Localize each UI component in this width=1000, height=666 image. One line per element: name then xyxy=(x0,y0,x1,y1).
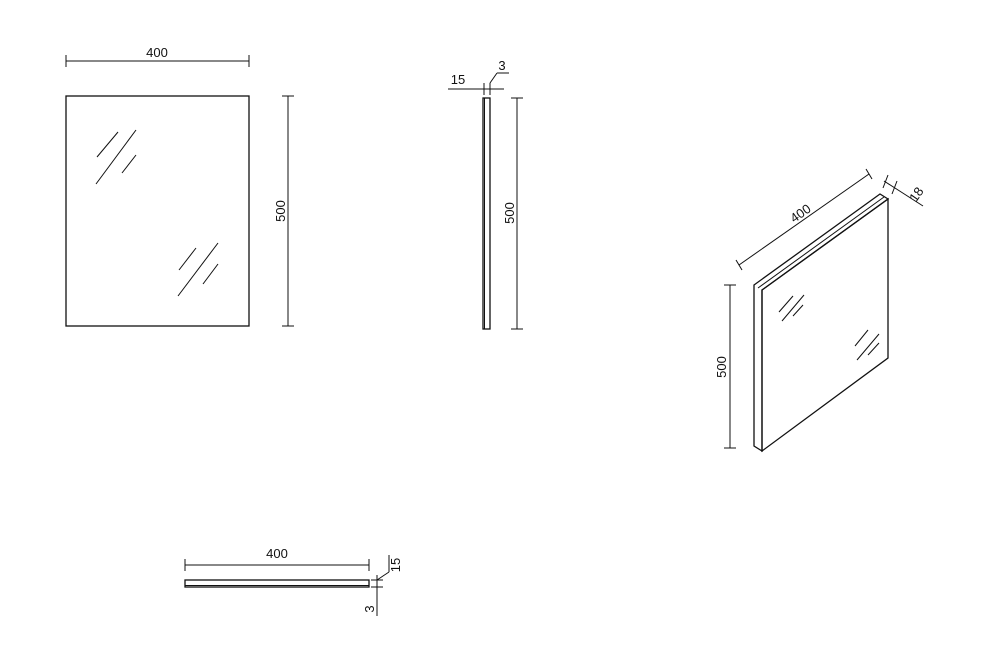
front-height-dimension: 500 xyxy=(273,95,294,327)
front-width-dimension: 400 xyxy=(65,45,250,67)
front-height-label: 500 xyxy=(273,200,288,222)
mirror-iso-edge xyxy=(753,193,890,453)
top-thickness-dimension: 15 3 xyxy=(362,555,403,616)
iso-height-label: 500 xyxy=(714,356,729,378)
iso-depth-label: 18 xyxy=(906,184,927,204)
iso-width-label: 400 xyxy=(787,201,813,226)
glass-reflection-marks-lower xyxy=(177,242,219,297)
side-thickness-label: 15 xyxy=(451,72,465,87)
top-edge-label: 3 xyxy=(362,605,377,612)
side-thickness-dimension: 15 3 xyxy=(448,58,509,95)
top-width-label: 400 xyxy=(266,546,288,561)
side-height-label: 500 xyxy=(502,202,517,224)
front-width-label: 400 xyxy=(146,45,168,60)
iso-reflection-marks-lower xyxy=(854,329,880,361)
side-height-dimension: 500 xyxy=(502,97,523,330)
iso-view: 400 18 500 xyxy=(714,168,927,453)
glass-reflection-marks-upper xyxy=(95,129,137,185)
mirror-top-outline xyxy=(184,579,370,588)
mirror-front-outline xyxy=(65,95,250,327)
iso-depth-dimension: 18 xyxy=(882,174,927,207)
mirror-iso-face xyxy=(761,197,889,453)
top-width-dimension: 400 xyxy=(184,546,370,571)
iso-height-dimension: 500 xyxy=(714,284,736,449)
mirror-side-outline xyxy=(482,97,491,330)
side-view: 15 3 500 xyxy=(448,58,523,330)
top-thickness-label: 15 xyxy=(388,558,403,572)
top-view: 400 15 3 xyxy=(184,546,403,616)
side-edge-label: 3 xyxy=(498,58,505,73)
iso-reflection-marks-upper xyxy=(778,294,805,322)
front-view: 400 500 xyxy=(65,45,294,327)
